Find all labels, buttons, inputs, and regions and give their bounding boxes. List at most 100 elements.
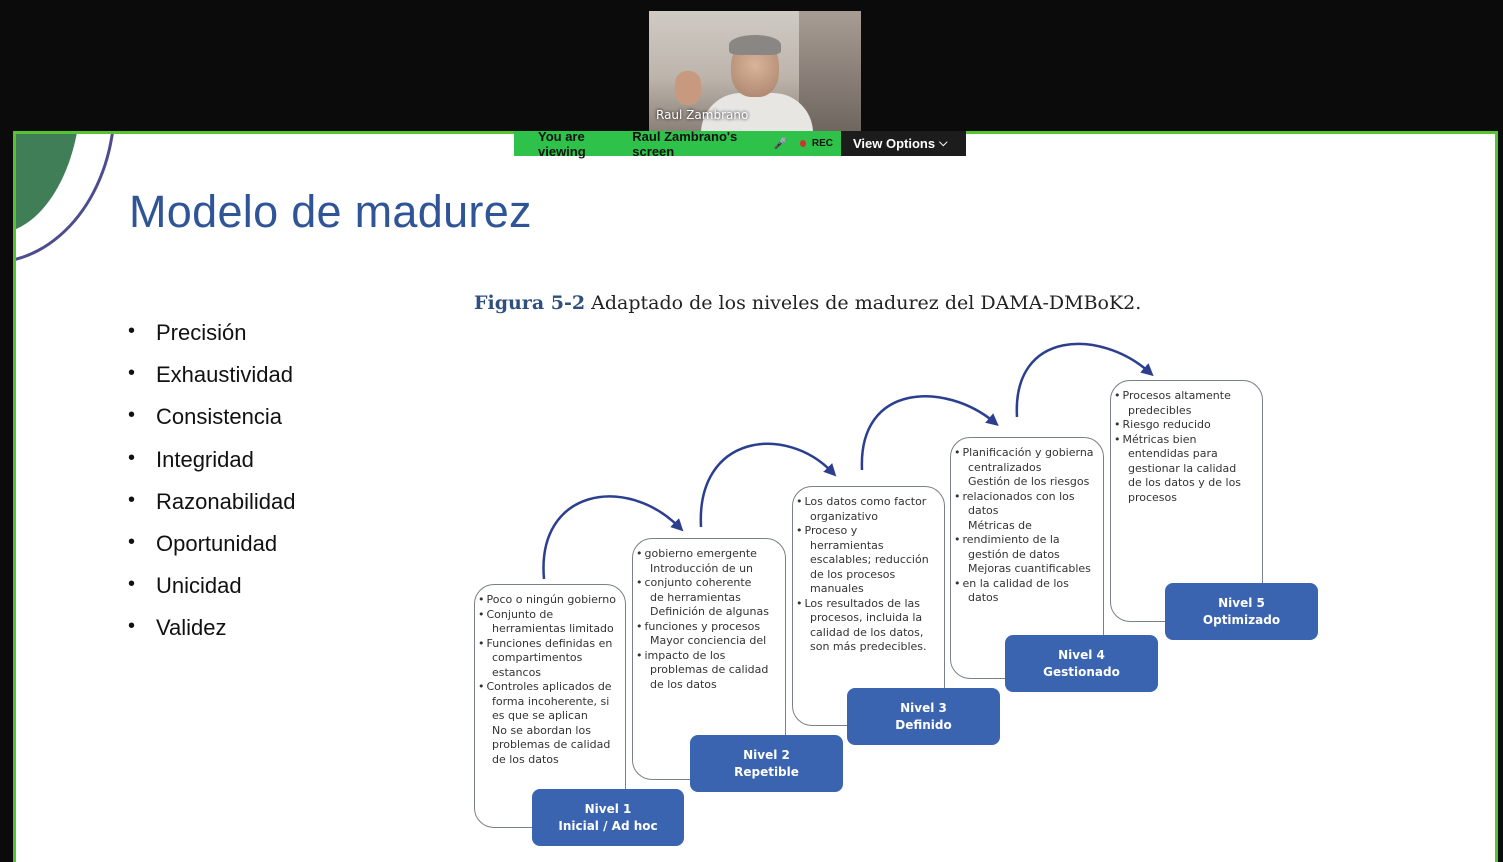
level-3-label: Nivel 3 Definido xyxy=(847,688,1000,745)
level-2-label: Nivel 2 Repetible xyxy=(690,735,843,792)
level-item: Poco o ningún gobierno xyxy=(485,593,621,608)
viewing-indicator: You are viewing Raul Zambrano's screen 🎤… xyxy=(514,128,841,159)
bullet-item: Exhaustividad xyxy=(126,362,295,404)
slide-decoration-arc xyxy=(16,134,116,264)
bullet-item: Precisión xyxy=(126,320,295,362)
screen-share-banner: You are viewing Raul Zambrano's screen 🎤… xyxy=(514,128,966,159)
level-item: de los procesos xyxy=(810,567,896,581)
level-item: Controles aplicados de xyxy=(485,680,621,695)
figure-caption-text: Adaptado de los niveles de madurez del D… xyxy=(591,292,1142,314)
figure-caption: Figura 5-2 Adaptado de los niveles de ma… xyxy=(474,292,1141,314)
level-1-label: Nivel 1 Inicial / Ad hoc xyxy=(532,789,684,846)
level-item: relacionados con los xyxy=(961,490,1099,505)
bullet-item: Unicidad xyxy=(126,573,295,615)
level-number: Nivel 2 xyxy=(743,747,790,762)
level-item: datos xyxy=(968,504,999,517)
level-item: problemas de calidad xyxy=(492,738,611,751)
level-name: Gestionado xyxy=(1043,664,1120,679)
level-item: funciones y procesos xyxy=(643,620,781,635)
level-item: Procesos altamente xyxy=(1121,389,1258,404)
level-item: de los datos y de los xyxy=(1128,476,1242,489)
level-number: Nivel 5 xyxy=(1218,595,1265,610)
level-number: Nivel 1 xyxy=(584,801,632,816)
level-item: predecibles xyxy=(1128,403,1192,417)
level-item: rendimiento de la xyxy=(961,533,1099,548)
level-item: Proceso y xyxy=(803,524,940,539)
record-dot-icon xyxy=(799,140,806,147)
level-item: Mejoras cuantificables xyxy=(968,562,1091,575)
viewing-name: Raul Zambrano's screen xyxy=(632,128,738,159)
level-item: centralizados xyxy=(968,460,1042,474)
level-1-box: Poco o ningún gobierno Conjunto de herra… xyxy=(474,584,626,828)
level-item: procesos xyxy=(1128,490,1178,504)
bullet-list: Precisión Exhaustividad Consistencia Int… xyxy=(126,320,295,658)
speaker-body xyxy=(701,93,813,131)
level-item: escalables; reducción xyxy=(810,553,929,566)
level-item: son más predecibles. xyxy=(810,640,927,653)
level-item: impacto de los xyxy=(643,649,781,664)
shared-screen: Modelo de madurez Precisión Exhaustivida… xyxy=(13,131,1498,862)
level-item: de herramientas xyxy=(650,590,741,604)
view-options-label: View Options xyxy=(853,136,936,151)
level-item: procesos, incluida la xyxy=(810,611,923,624)
bullet-item: Consistencia xyxy=(126,404,295,446)
level-item: compartimentos xyxy=(492,651,583,664)
level-item: organizativo xyxy=(810,509,878,523)
level-item: Métricas de xyxy=(968,518,1032,532)
level-item: gobierno emergente xyxy=(643,547,781,562)
speaker-video-tile[interactable]: Raul Zambrano xyxy=(649,11,861,131)
chevron-down-icon: ⌵ xyxy=(939,137,948,149)
rec-label: REC xyxy=(811,138,833,149)
level-item: Los datos como factor xyxy=(803,495,940,510)
figure-number: Figura 5-2 xyxy=(474,292,586,314)
level-item: en la calidad de los xyxy=(961,577,1099,592)
bullet-item: Oportunidad xyxy=(126,531,295,573)
bullet-item: Integridad xyxy=(126,447,295,489)
level-name: Inicial / Ad hoc xyxy=(558,818,658,833)
level-5-label: Nivel 5 Optimizado xyxy=(1165,583,1318,640)
level-item: Mayor conciencia del xyxy=(650,634,767,647)
level-number: Nivel 4 xyxy=(1058,647,1105,662)
level-name: Optimizado xyxy=(1202,612,1281,627)
level-item: Planificación y gobierna xyxy=(961,446,1099,461)
level-item: problemas de calidad xyxy=(650,663,769,676)
viewing-prefix: You are viewing xyxy=(538,128,586,159)
level-4-label: Nivel 4 Gestionado xyxy=(1005,635,1158,692)
level-item: gestionar la calidad xyxy=(1128,461,1237,475)
level-item: gestión de datos xyxy=(968,547,1060,561)
level-name: Definido xyxy=(895,717,952,732)
level-item: Gestión de los riesgos xyxy=(968,475,1090,488)
mic-muted-icon: 🎤 xyxy=(773,138,788,150)
level-item: Funciones definidas en xyxy=(485,637,621,652)
level-item: Introducción de un xyxy=(650,561,754,575)
level-item: de los datos xyxy=(650,677,717,691)
level-item: manuales xyxy=(810,582,864,595)
level-item: forma incoherente, si xyxy=(492,694,610,708)
level-item: entendidas para xyxy=(1128,447,1218,460)
level-item: Conjunto de xyxy=(485,608,621,623)
bullet-item: Validez xyxy=(126,615,295,657)
level-item: No se abordan los xyxy=(492,723,591,737)
level-name: Repetible xyxy=(734,764,799,779)
level-item: Riesgo reducido xyxy=(1121,418,1258,433)
speaker-hair xyxy=(729,35,781,55)
video-background xyxy=(799,11,861,131)
level-5-box: Procesos altamente predecibles Riesgo re… xyxy=(1110,380,1263,622)
participant-name: Raul Zambrano xyxy=(656,108,749,122)
level-number: Nivel 3 xyxy=(900,700,947,715)
level-item: Definición de algunas xyxy=(650,605,769,618)
level-item: conjunto coherente xyxy=(643,576,781,591)
level-item: de los datos xyxy=(492,752,559,766)
level-item: es que se aplican xyxy=(492,709,588,722)
speaker-hand xyxy=(675,71,701,105)
bullet-item: Razonabilidad xyxy=(126,489,295,531)
level-item: Métricas bien xyxy=(1121,433,1258,448)
slide-title: Modelo de madurez xyxy=(129,186,532,237)
level-item: herramientas limitado xyxy=(492,622,614,635)
level-item: calidad de los datos, xyxy=(810,625,924,639)
level-item: Los resultados de las xyxy=(803,597,940,612)
level-item: herramientas xyxy=(810,538,884,552)
level-3-box: Los datos como factor organizativo Proce… xyxy=(792,486,945,726)
level-item: datos xyxy=(968,591,999,604)
view-options-button[interactable]: View Options ⌵ xyxy=(841,131,966,156)
